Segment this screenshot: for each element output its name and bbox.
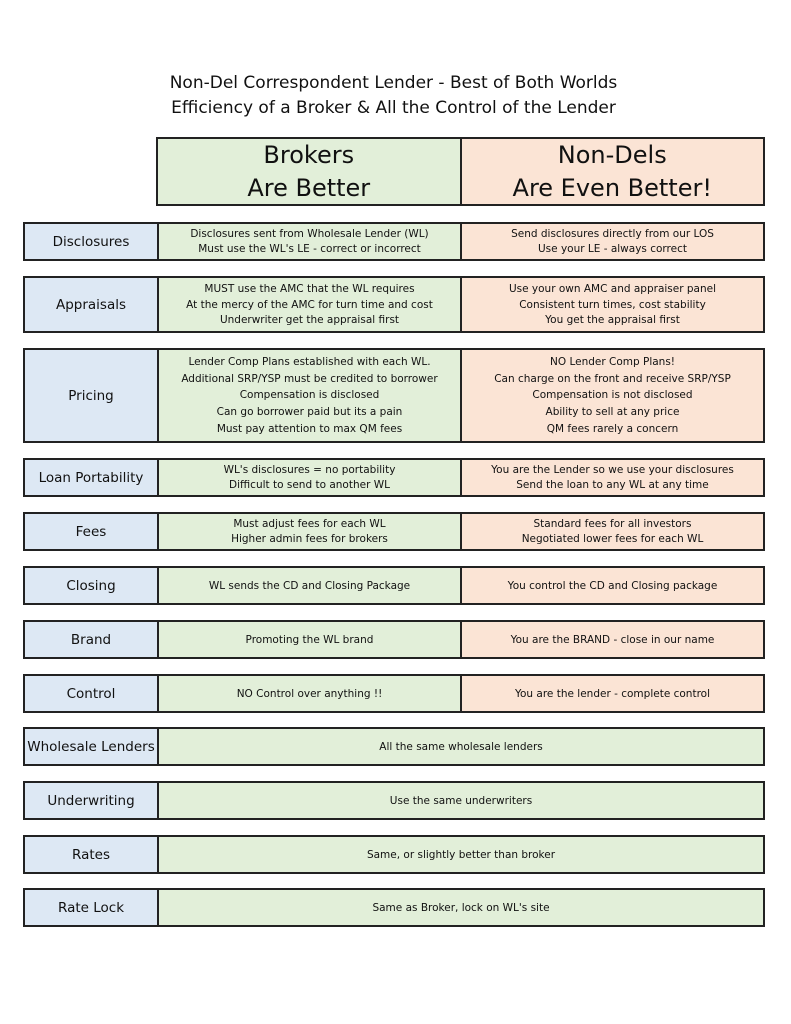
cell-line: Negotiated lower fees for each WL bbox=[521, 533, 704, 545]
cell-line: Higher admin fees for brokers bbox=[231, 533, 388, 545]
cell-line: Compensation is disclosed bbox=[239, 389, 380, 402]
brokers-cell: Disclosures sent from Wholesale Lender (… bbox=[159, 224, 462, 259]
shared-row: Wholesale Lenders All the same wholesale … bbox=[23, 727, 765, 766]
brokers-header: Brokers Are Better bbox=[158, 139, 462, 204]
cell-line: QM fees rarely a concern bbox=[546, 423, 679, 436]
cell-line: Send disclosures directly from our LOS bbox=[511, 228, 714, 240]
cell-line: Same as Broker, lock on WL's site bbox=[372, 901, 550, 914]
nondels-cell: You control the CD and Closing package bbox=[462, 568, 763, 603]
row-label: Appraisals bbox=[25, 278, 159, 331]
comparison-row: Pricing Lender Comp Plans established wit… bbox=[23, 348, 765, 443]
cell-line: You get the appraisal first bbox=[545, 314, 680, 327]
cell-line: Ability to sell at any price bbox=[545, 406, 680, 419]
shared-cell: Use the same underwriters bbox=[159, 783, 763, 818]
nondels-cell: NO Lender Comp Plans! Can charge on the f… bbox=[462, 350, 763, 441]
cell-line: You are the Lender so we use your disclo… bbox=[491, 464, 734, 476]
nondels-header: Non-Dels Are Even Better! bbox=[461, 139, 763, 204]
shared-cell: Same as Broker, lock on WL's site bbox=[159, 890, 763, 925]
cell-line: Promoting the WL brand bbox=[245, 633, 374, 646]
row-label: Control bbox=[25, 676, 159, 711]
row-label: Wholesale Lenders bbox=[25, 729, 159, 764]
cell-line: You are the lender - complete control bbox=[514, 687, 711, 700]
row-label: Rates bbox=[25, 837, 159, 872]
cell-line: Must use the WL's LE - correct or incorr… bbox=[198, 243, 421, 255]
brokers-cell: Promoting the WL brand bbox=[159, 622, 462, 657]
comparison-row: Control NO Control over anything !! You ar… bbox=[23, 674, 765, 713]
row-label: Rate Lock bbox=[25, 890, 159, 925]
cell-line: Compensation is not disclosed bbox=[532, 389, 693, 402]
row-label: Closing bbox=[25, 568, 159, 603]
brokers-cell: Must adjust fees for each WL Higher admin… bbox=[159, 514, 462, 549]
comparison-row: Disclosures Disclosures sent from Wholesa… bbox=[23, 222, 765, 261]
comparison-row: Closing WL sends the CD and Closing Packa… bbox=[23, 566, 765, 605]
comparison-row: Fees Must adjust fees for each WL Higher a… bbox=[23, 512, 765, 551]
row-label: Pricing bbox=[25, 350, 159, 441]
cell-line: WL's disclosures = no portability bbox=[223, 464, 396, 476]
cell-line: Can charge on the front and receive SRP/… bbox=[494, 372, 731, 385]
brokers-cell: WL sends the CD and Closing Package bbox=[159, 568, 462, 603]
cell-line: At the mercy of the AMC for turn time an… bbox=[186, 298, 433, 311]
cell-line: Must adjust fees for each WL bbox=[233, 518, 386, 530]
cell-line: Underwriter get the appraisal first bbox=[219, 314, 400, 327]
row-label: Disclosures bbox=[25, 224, 159, 259]
shared-cell: Same, or slightly better than broker bbox=[159, 837, 763, 872]
row-label: Underwriting bbox=[25, 783, 159, 818]
comparison-row: Brand Promoting the WL brand You are the B… bbox=[23, 620, 765, 659]
page-title: Non-Del Correspondent Lender - Best of B… bbox=[169, 73, 618, 93]
shared-row: Rate Lock Same as Broker, lock on WL's si… bbox=[23, 888, 765, 927]
cell-line: NO Control over anything !! bbox=[236, 687, 383, 700]
cell-line: Use your LE - always correct bbox=[537, 243, 687, 255]
cell-line: Additional SRP/YSP must be credited to b… bbox=[181, 372, 438, 385]
page-subtitle: Efficiency of a Broker & All the Control… bbox=[171, 98, 616, 118]
cell-line: Consistent turn times, cost stability bbox=[519, 298, 706, 311]
comparison-header: Brokers Are Better Non-Dels Are Even Bet… bbox=[156, 137, 765, 206]
cell-line: You control the CD and Closing package bbox=[507, 579, 718, 592]
cell-line: Use your own AMC and appraiser panel bbox=[508, 282, 717, 295]
nondels-cell: Send disclosures directly from our LOS Us… bbox=[462, 224, 763, 259]
brokers-cell: Lender Comp Plans established with each … bbox=[159, 350, 462, 441]
cell-line: MUST use the AMC that the WL requires bbox=[204, 282, 415, 295]
cell-line: Disclosures sent from Wholesale Lender (… bbox=[190, 228, 429, 240]
cell-line: Same, or slightly better than broker bbox=[366, 848, 556, 861]
cell-line: Can go borrower paid but its a pain bbox=[216, 406, 403, 419]
brokers-cell: MUST use the AMC that the WL requires At … bbox=[159, 278, 462, 331]
cell-line: WL sends the CD and Closing Package bbox=[208, 579, 411, 592]
shared-cell: All the same wholesale lenders bbox=[159, 729, 763, 764]
cell-line: Send the loan to any WL at any time bbox=[516, 479, 709, 491]
row-label: Brand bbox=[25, 622, 159, 657]
brokers-cell: NO Control over anything !! bbox=[159, 676, 462, 711]
shared-row: Rates Same, or slightly better than broke… bbox=[23, 835, 765, 874]
cell-line: Standard fees for all investors bbox=[533, 518, 692, 530]
cell-line: Difficult to send to another WL bbox=[229, 479, 390, 491]
cell-line: Lender Comp Plans established with each … bbox=[188, 355, 431, 368]
cell-line: NO Lender Comp Plans! bbox=[549, 355, 676, 368]
shared-row: Underwriting Use the same underwriters bbox=[23, 781, 765, 820]
cell-line: You are the BRAND - close in our name bbox=[510, 633, 715, 646]
nondels-cell: You are the lender - complete control bbox=[462, 676, 763, 711]
cell-line: All the same wholesale lenders bbox=[379, 740, 543, 753]
row-label: Fees bbox=[25, 514, 159, 549]
nondels-cell: You are the BRAND - close in our name bbox=[462, 622, 763, 657]
row-label: Loan Portability bbox=[25, 460, 159, 495]
cell-line: Must pay attention to max QM fees bbox=[216, 423, 403, 436]
nondels-cell: You are the Lender so we use your disclo… bbox=[462, 460, 763, 495]
cell-line: Use the same underwriters bbox=[389, 794, 533, 807]
